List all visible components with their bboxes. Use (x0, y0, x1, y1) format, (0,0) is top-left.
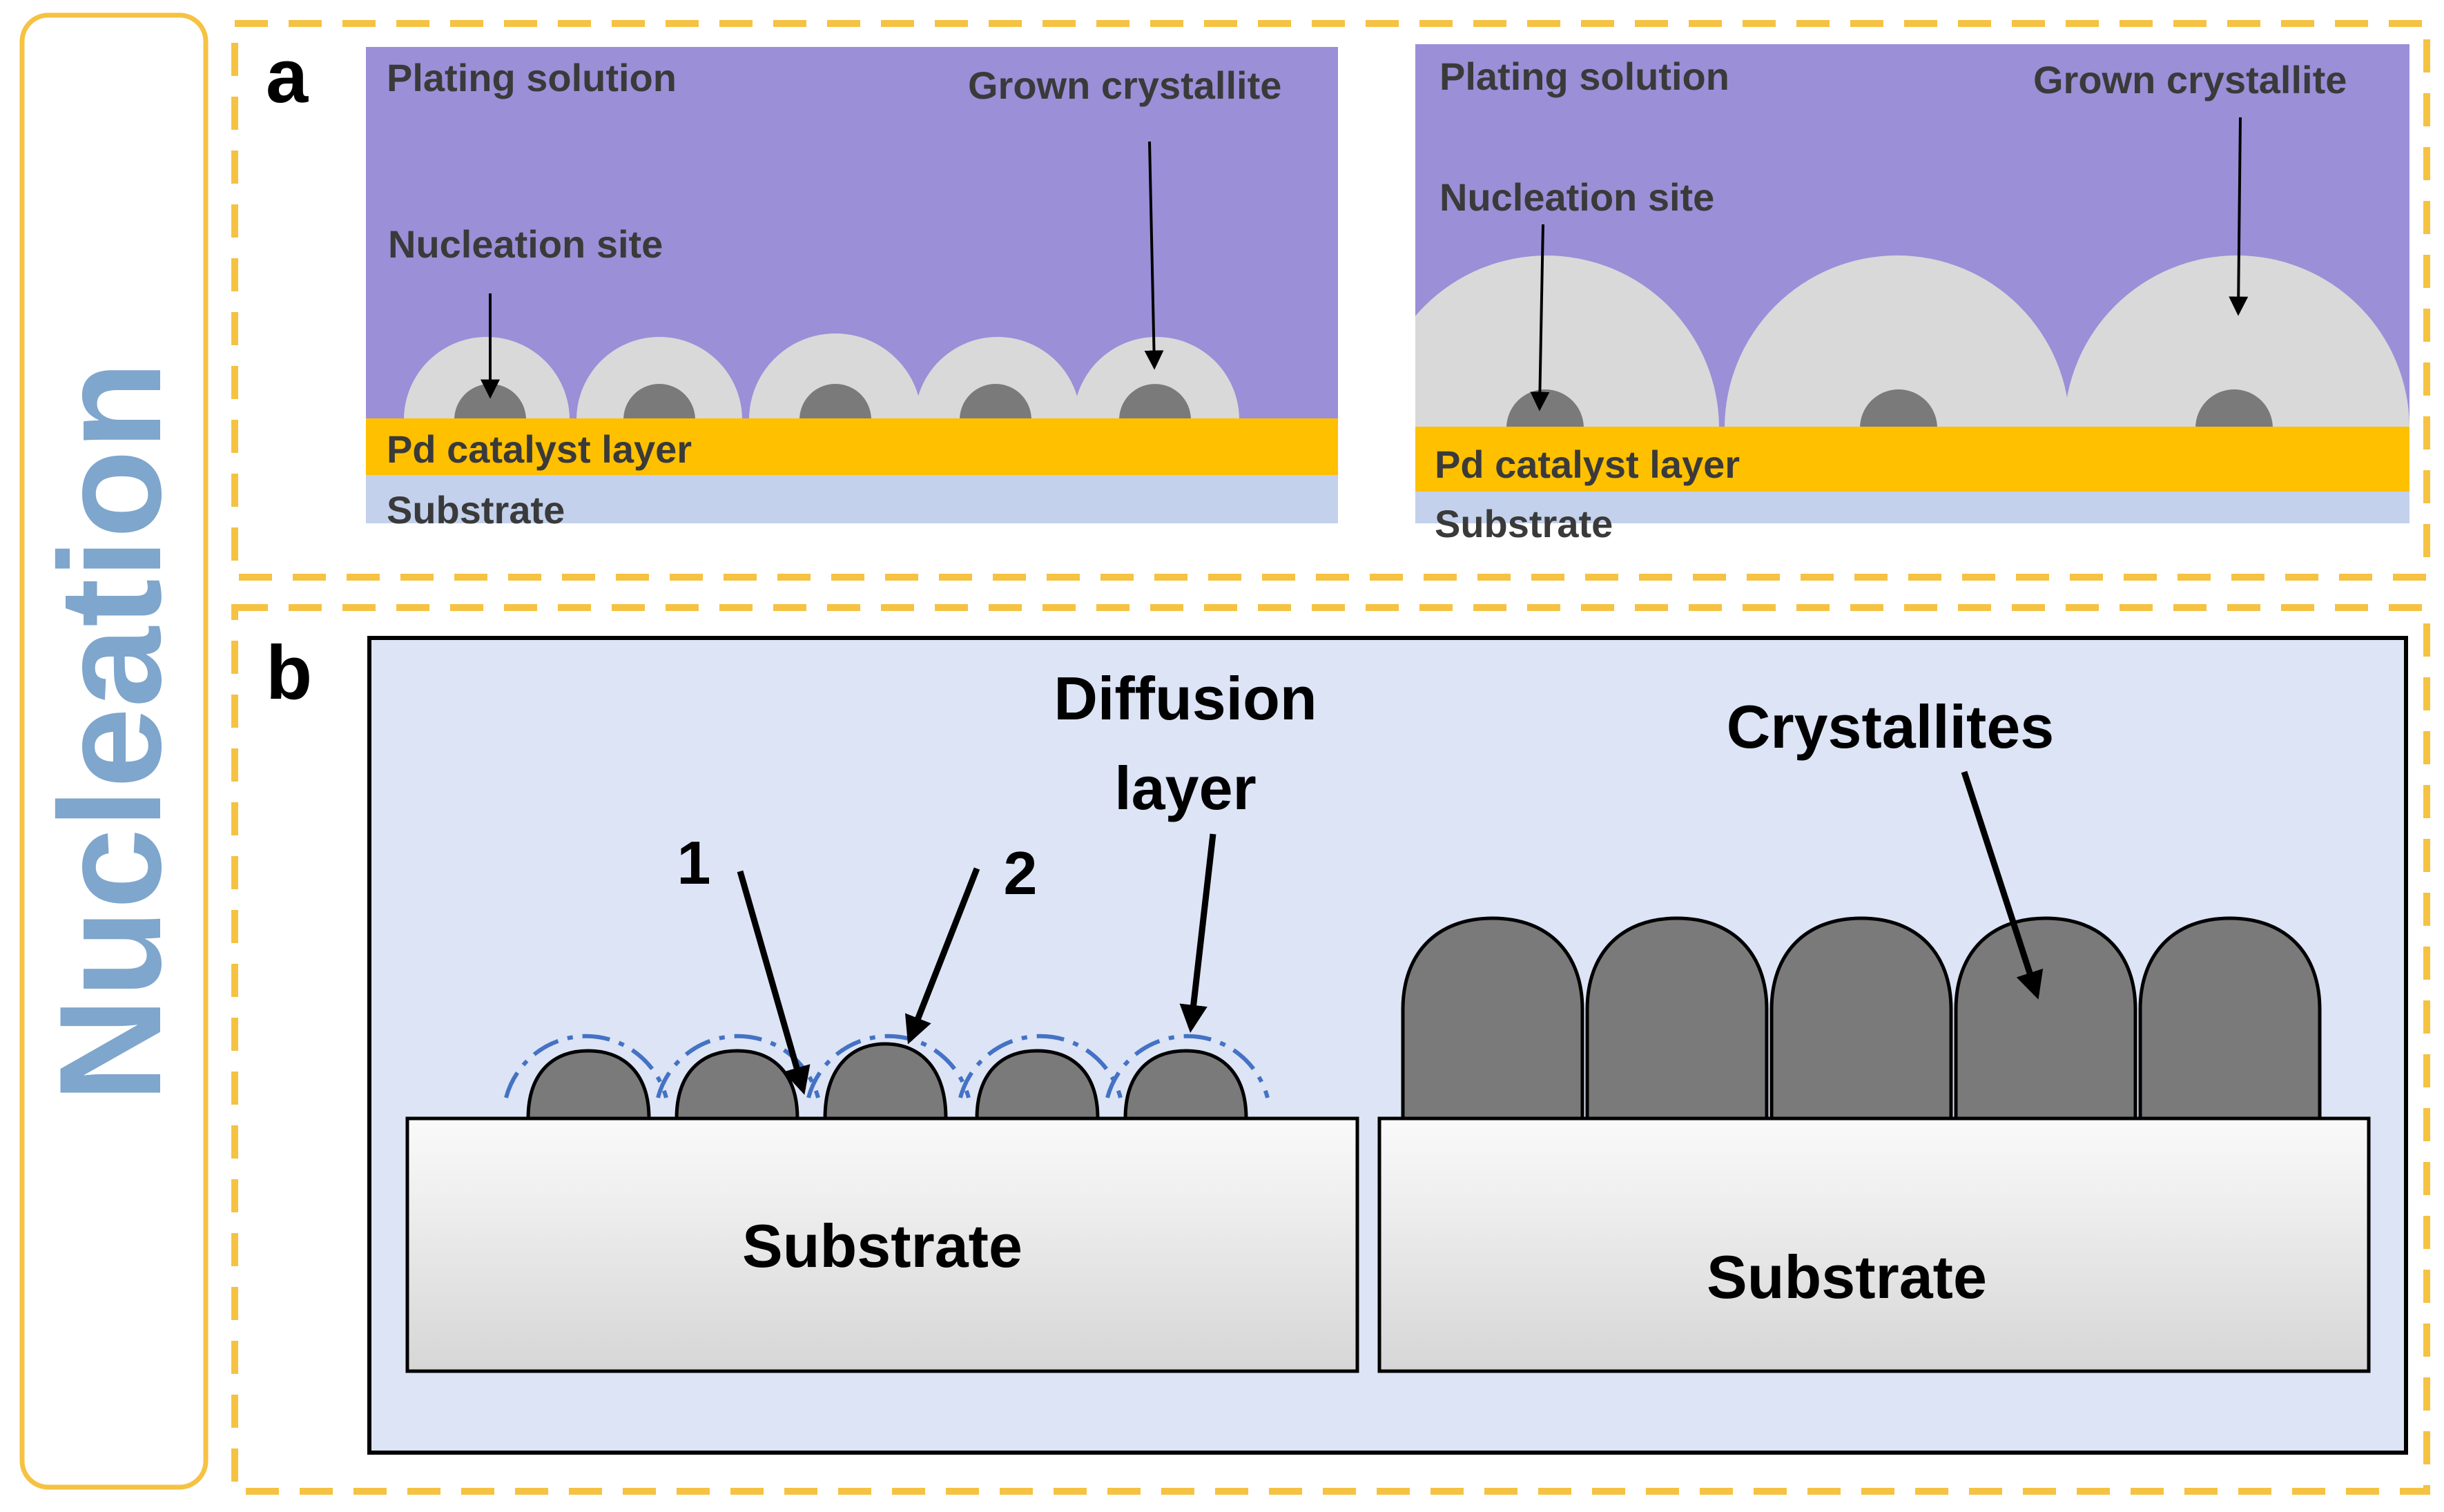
crystallite-halo (404, 337, 570, 420)
crystallite (2138, 916, 2322, 1121)
panel-b-right-schematic (1377, 916, 2371, 1373)
panel-a-right-schematic (1415, 44, 2409, 523)
label-substrate: Substrate (742, 1212, 1022, 1280)
arrow-marker-1 (737, 870, 811, 1095)
substrate-block (405, 1116, 1359, 1373)
panel-a-frame (231, 20, 2430, 581)
nucleus (1119, 384, 1191, 420)
nucleus (623, 384, 695, 420)
panel-a-left-schematic (366, 47, 1338, 523)
nucleus (1860, 389, 1937, 428)
nucleus (454, 384, 526, 420)
crystallite (1123, 1049, 1248, 1121)
crystallite (975, 1049, 1100, 1121)
crystallite (1401, 916, 1584, 1121)
side-title-frame (19, 12, 208, 1490)
panel-b-left-schematic (405, 1034, 1359, 1373)
label-substrate: Substrate (1435, 502, 1613, 545)
marker-1: 1 (677, 828, 711, 897)
label-plating-solution: Plating solution (1439, 55, 1729, 98)
label-crystallites: Crystallites (1727, 692, 2054, 761)
diffusion-halo (656, 1034, 820, 1098)
label-nucleation-site: Nucleation site (1439, 175, 1714, 219)
crystallite-halo (915, 337, 1080, 420)
crystallite (1585, 916, 1769, 1121)
label-substrate: Substrate (1707, 1243, 1987, 1311)
crystallite (1769, 916, 1953, 1121)
label-pd-catalyst-layer: Pd catalyst layer (1435, 443, 1740, 486)
label-plating-solution: Plating solution (387, 56, 677, 99)
pd-catalyst-layer (366, 418, 1338, 475)
crystallite (526, 1049, 651, 1121)
label-substrate: Substrate (387, 488, 565, 532)
substrate-block (1377, 1116, 2371, 1373)
nucleus (799, 384, 871, 420)
panel-b-label: b (266, 630, 312, 715)
marker-2: 2 (1004, 839, 1038, 907)
diffusion-halo (806, 1034, 971, 1098)
arrow-grown-crystallite (2229, 117, 2249, 316)
diffusion-halo (1105, 1034, 1270, 1098)
panel-b-frame (231, 604, 2430, 1495)
small-crystallites (404, 333, 1239, 420)
arrow-diffusion-layer (1179, 833, 1216, 1034)
arrow-crystallites (1961, 770, 2044, 1000)
large-crystallites (1401, 916, 2322, 1121)
crystallite (1954, 916, 2137, 1121)
substrate-layer (366, 475, 1338, 523)
diffusion-layer-halos (504, 1034, 1270, 1098)
crystallite-halo (749, 333, 922, 420)
pd-catalyst-layer (1415, 427, 2409, 492)
label-grown-crystallite: Grown crystallite (2033, 58, 2347, 101)
nucleus (960, 384, 1031, 420)
diffusion-halo (958, 1034, 1123, 1098)
substrate-layer (1415, 492, 2409, 523)
label-grown-crystallite: Grown crystallite (968, 64, 1281, 107)
large-crystallites (1415, 255, 2409, 428)
label-nucleation-site: Nucleation site (388, 222, 663, 266)
crystallite-halo (1074, 337, 1239, 420)
label-pd-catalyst-layer: Pd catalyst layer (387, 427, 692, 471)
panel-a-label: a (266, 34, 309, 119)
label-diffusion-layer-line2: layer (1114, 754, 1257, 822)
arrow-nucleation-site (1530, 224, 1550, 411)
arrow-marker-2 (904, 867, 980, 1045)
arrow-grown-crystallite (1144, 141, 1164, 370)
crystallite (823, 1042, 948, 1121)
crystallite-halo (1415, 255, 1719, 428)
diffusion-halo (504, 1034, 668, 1098)
nucleus (2195, 389, 2273, 428)
crystallite-halo (2064, 255, 2409, 428)
crystallite-halo (1725, 255, 2070, 428)
side-title: Nucleation (29, 361, 191, 1102)
small-crystallites (526, 1042, 1248, 1121)
crystallite-halo (576, 337, 742, 420)
label-diffusion-layer-line1: Diffusion (1054, 664, 1317, 733)
